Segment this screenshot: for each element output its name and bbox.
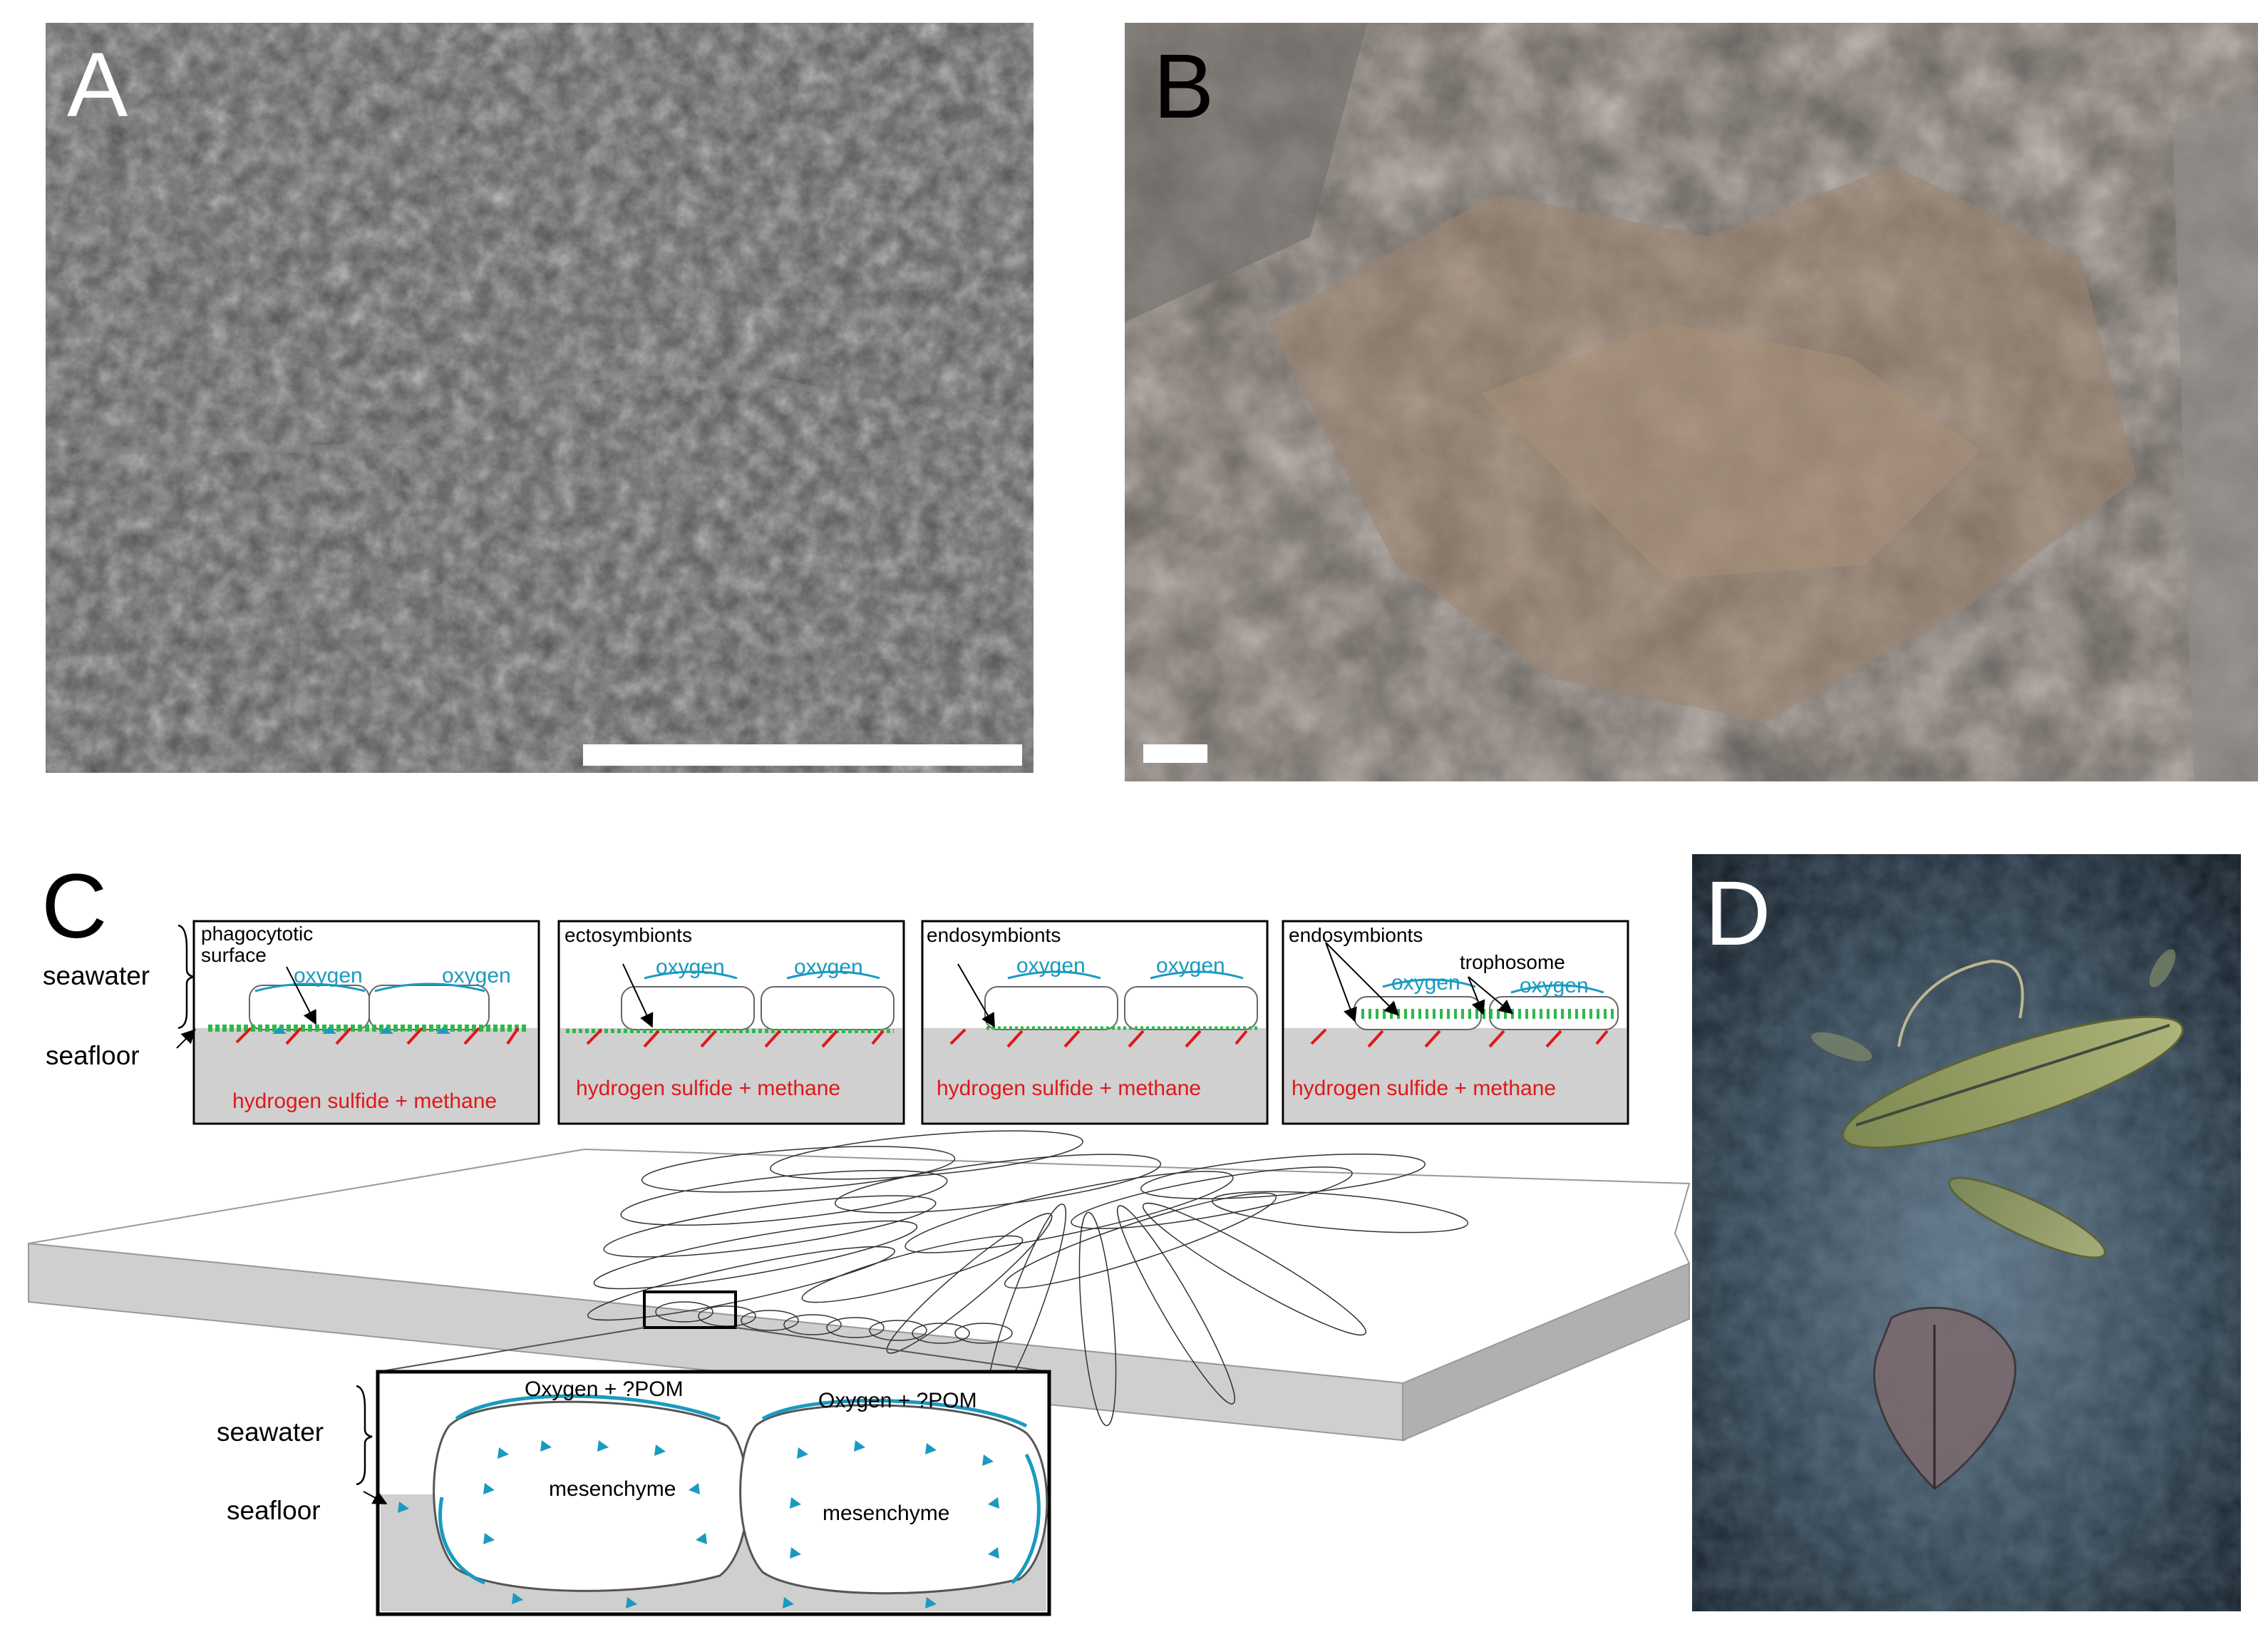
panel-b-scale-bar <box>1143 744 1207 763</box>
inset-oxygen-pom-left: Oxygen + ?POM <box>525 1377 684 1401</box>
inset-oxygen-pom-right: Oxygen + ?POM <box>818 1389 977 1412</box>
panel-a-photo <box>46 23 1034 773</box>
panel-a-scale-bar <box>583 744 1022 766</box>
box1-title-line1: phagocytotic <box>201 923 314 945</box>
panel-d-letter: D <box>1705 863 1771 965</box>
inset-seawater-label: seawater <box>217 1417 324 1447</box>
inset-mesenchyme-right: mesenchyme <box>823 1502 950 1525</box>
inset-seafloor-label: seafloor <box>227 1496 321 1525</box>
box2-sulfide-label: hydrogen sulfide + methane <box>576 1077 841 1100</box>
seabed-block <box>28 1148 1691 1442</box>
box2-oxygen-right: oxygen <box>794 955 863 979</box>
box3-title: endosymbionts <box>927 924 1061 946</box>
mechanism-box-2 <box>557 920 905 1125</box>
frond-colony <box>587 1130 1469 1427</box>
box3-oxygen-left: oxygen <box>1016 954 1086 977</box>
panel-b-letter: B <box>1153 36 1215 138</box>
panel-c-letter: C <box>41 856 108 958</box>
box4-title: endosymbionts <box>1289 924 1423 946</box>
box2-oxygen-left: oxygen <box>656 955 725 979</box>
box4-oxygen-right: oxygen <box>1520 974 1589 997</box>
mechanism-box-4 <box>1282 920 1629 1125</box>
box2-title: ectosymbionts <box>565 924 692 946</box>
inset-detail-box <box>356 1370 1051 1616</box>
seawater-brace <box>176 924 196 1049</box>
box4-sulfide-label: hydrogen sulfide + methane <box>1292 1077 1557 1100</box>
box3-oxygen-right: oxygen <box>1156 954 1225 977</box>
panel-a-letter: A <box>67 34 128 136</box>
box3-sulfide-label: hydrogen sulfide + methane <box>937 1077 1202 1100</box>
panel-b-photo <box>1125 23 2258 781</box>
seawater-label: seawater <box>43 961 150 990</box>
box4-trophosome-label: trophosome <box>1460 951 1565 973</box>
inset-mesenchyme-left: mesenchyme <box>549 1477 676 1501</box>
mechanism-box-1 <box>192 920 540 1125</box>
ediacaran-seafloor-reconstruction <box>1692 854 2241 1611</box>
zoom-indicator <box>377 1290 1050 1372</box>
box1-oxygen-left: oxygen <box>294 964 363 987</box>
panel-d-artwork <box>1692 854 2241 1611</box>
seafloor-label: seafloor <box>46 1041 140 1070</box>
box1-title-line2: surface <box>201 944 267 966</box>
mechanism-box-3 <box>921 920 1269 1125</box>
box4-oxygen-left: oxygen <box>1391 971 1460 995</box>
box1-oxygen-right: oxygen <box>442 964 511 987</box>
box1-sulfide-label: hydrogen sulfide + methane <box>232 1089 498 1113</box>
fossil-texture-a <box>46 23 1034 773</box>
fossil-texture-b <box>1125 23 2258 781</box>
